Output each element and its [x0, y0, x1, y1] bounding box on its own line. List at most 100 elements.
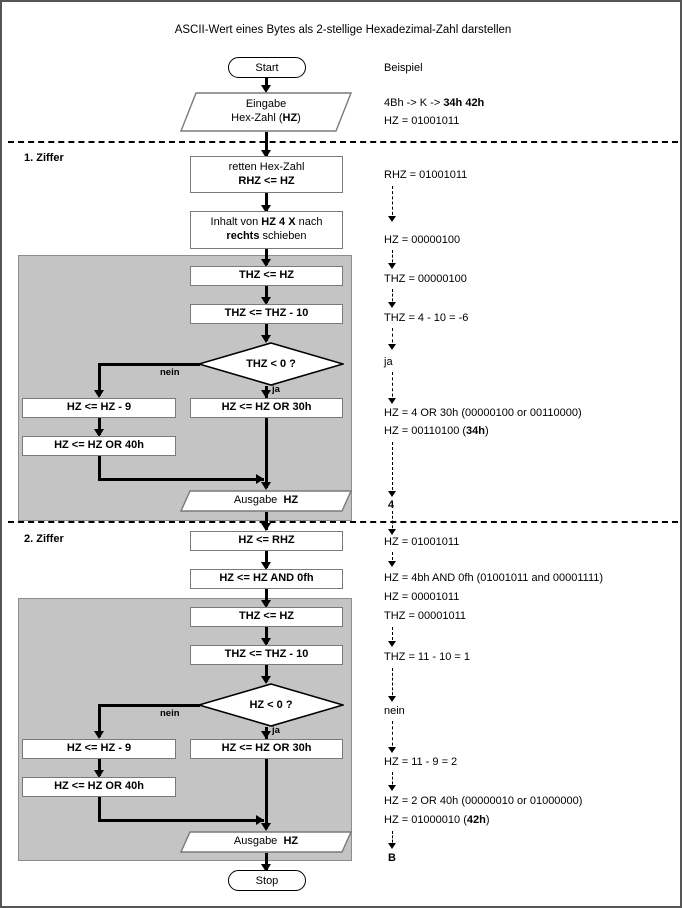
arrowhead-down: [261, 297, 271, 305]
output-2-label: Ausgabe HZ: [233, 835, 299, 848]
edge-merge-1: [98, 478, 264, 481]
node-hz-from-rhz[interactable]: HZ <= RHZ: [190, 531, 343, 551]
edge-save-to-shift: [265, 193, 268, 211]
node-stop[interactable]: Stop: [228, 870, 306, 891]
arrowhead-down: [261, 390, 271, 398]
node-hz-and-0fh[interactable]: HZ <= HZ AND 0fh: [190, 569, 343, 589]
node-input-hexzahl[interactable]: Eingabe Hex-Zahl (HZ): [180, 92, 352, 132]
arrowhead-down: [261, 676, 271, 684]
example-d1-char: 4: [388, 499, 395, 511]
arrowhead-down: [261, 150, 271, 158]
example-dash-3: [392, 289, 393, 306]
example-dash-1: [392, 186, 393, 220]
arrowhead-down-small: [388, 696, 396, 702]
arrowhead-down: [94, 429, 104, 437]
node-hz-or40-1[interactable]: HZ <= HZ OR 40h: [22, 436, 176, 456]
arrowhead-down-small: [388, 344, 396, 350]
example-dash-13: [392, 831, 393, 847]
node-thz-minus10-2[interactable]: THZ <= THZ - 10: [190, 645, 343, 665]
edge-shift-to-thz1: [265, 249, 268, 265]
node-hz-or40-2[interactable]: HZ <= HZ OR 40h: [22, 777, 176, 797]
example-d1-rhz: RHZ = 01001011: [384, 169, 468, 181]
node-hz-minus9-1[interactable]: HZ <= HZ - 9: [22, 398, 176, 418]
example-d1-or-calc: HZ = 4 OR 30h (00000100 or 00110000): [384, 407, 582, 419]
edge-minus9-to-or40-1: [98, 418, 101, 435]
shift-line-1: Inhalt von HZ 4 X nach: [210, 216, 323, 229]
arrowhead-down: [261, 823, 271, 831]
example-dash-8: [392, 552, 393, 565]
example-d2-branch: nein: [384, 705, 405, 717]
example-dash-7: [392, 511, 393, 533]
edge-label-ja-1: ja: [272, 384, 280, 395]
section-label-first-digit: 1. Ziffer: [24, 152, 64, 164]
node-thz-minus10-1[interactable]: THZ <= THZ - 10: [190, 304, 343, 324]
edge-merge-2: [98, 819, 264, 822]
arrowhead-down-small: [388, 491, 396, 497]
arrowhead-down-small: [388, 263, 396, 269]
edge-and0f-to-thz2: [265, 589, 268, 606]
example-dash-12: [392, 772, 393, 789]
example-d2-thz-sub: THZ = 11 - 10 = 1: [384, 651, 471, 663]
arrowhead-down: [261, 523, 271, 531]
node-thz-assign-2[interactable]: THZ <= HZ: [190, 607, 343, 627]
node-thz-assign-1[interactable]: THZ <= HZ: [190, 266, 343, 286]
example-d1-result: HZ = 00110100 (34h): [384, 425, 489, 437]
example-hz-init: HZ = 01001011: [384, 115, 460, 127]
node-output-hz-2[interactable]: Ausgabe HZ: [180, 831, 352, 853]
node-hz-minus9-2[interactable]: HZ <= HZ - 9: [22, 739, 176, 759]
divider-second-digit: [8, 521, 678, 523]
arrowhead-down: [261, 638, 271, 646]
edge-sub1-to-decision1: [265, 324, 268, 341]
node-start-label: Start: [255, 61, 279, 74]
example-dash-6: [392, 442, 393, 495]
arrowhead-down-small: [388, 561, 396, 567]
parallelogram-shape: [180, 92, 352, 132]
node-start[interactable]: Start: [228, 57, 306, 78]
edge-decision2-nein-down: [98, 704, 101, 737]
edge-sub2-to-decision2: [265, 665, 268, 682]
edge-start-to-input: [265, 78, 268, 88]
edge-or30-down-2: [265, 759, 268, 829]
edge-decision1-nein-down: [98, 363, 101, 396]
edge-label-nein-1: nein: [160, 367, 180, 378]
arrowhead-right: [256, 474, 264, 484]
arrowhead-down: [261, 562, 271, 570]
arrowhead-down: [261, 85, 271, 93]
arrowhead-down: [261, 731, 271, 739]
node-output-hz-1[interactable]: Ausgabe HZ: [180, 490, 352, 512]
arrowhead-down-small: [388, 302, 396, 308]
arrowhead-down: [261, 600, 271, 608]
output-1-label: Ausgabe HZ: [233, 494, 299, 507]
node-input-label: Eingabe Hex-Zahl (HZ): [180, 92, 352, 132]
example-d2-result: HZ = 01000010 (42h): [384, 814, 490, 826]
node-hz-or30-1[interactable]: HZ <= HZ OR 30h: [190, 398, 343, 418]
diamond-shape: [198, 342, 344, 386]
arrowhead-down: [261, 864, 271, 872]
arrowhead-down: [261, 335, 271, 343]
grey-band-first-digit: [18, 255, 352, 521]
example-d2-and-calc: HZ = 4bh AND 0fh (01001011 and 00001111): [384, 572, 604, 584]
example-d2-hz-after: HZ = 00001011: [384, 591, 460, 603]
section-label-second-digit: 2. Ziffer: [24, 533, 64, 545]
edge-output1-to-hzrhz: [265, 512, 268, 530]
node-save-hexzahl[interactable]: retten Hex-Zahl RHZ <= HZ: [190, 156, 343, 193]
node-hz-or30-2[interactable]: HZ <= HZ OR 30h: [190, 739, 343, 759]
example-dash-5: [392, 372, 393, 402]
decision-2-label: HZ < 0 ?: [249, 699, 293, 711]
node-shift-right[interactable]: Inhalt von HZ 4 X nach rechts schieben: [190, 211, 343, 249]
example-column-heading: Beispiel: [384, 62, 423, 74]
arrowhead-down-small: [388, 785, 396, 791]
edge-input-to-save: [265, 132, 268, 156]
example-d2-thz: THZ = 00001011: [384, 610, 467, 622]
example-d1-thz: THZ = 00000100: [384, 273, 467, 285]
arrowhead-down: [94, 390, 104, 398]
node-decision-thz-negative[interactable]: THZ < 0 ?: [198, 342, 344, 386]
grey-band-second-digit: [18, 598, 352, 861]
input-line-1: Eingabe: [245, 98, 287, 111]
node-decision-hz-negative[interactable]: HZ < 0 ?: [198, 683, 344, 727]
arrowhead-down: [94, 770, 104, 778]
decision-1-label: THZ < 0 ?: [246, 358, 296, 370]
edge-decision1-nein: [98, 363, 200, 366]
edge-or40-down-2: [98, 797, 101, 822]
